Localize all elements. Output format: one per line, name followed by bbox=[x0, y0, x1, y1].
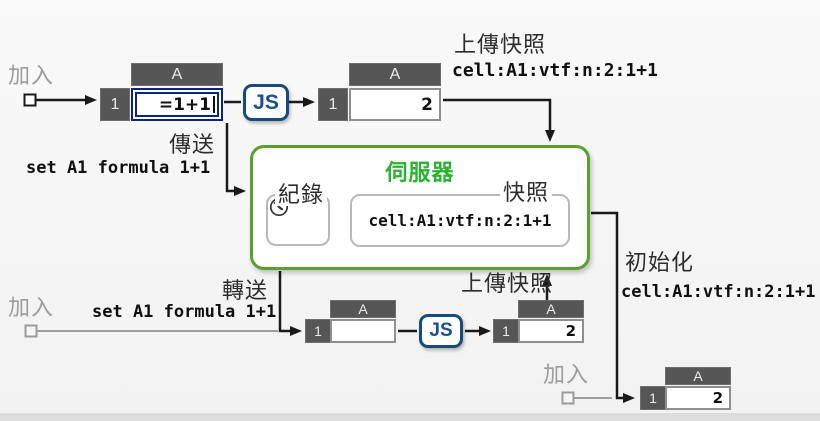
upload-snapshot-message-top: cell:A1:vtf:n:2:1+1 bbox=[452, 60, 658, 81]
log-label: 紀錄 bbox=[275, 184, 328, 206]
cell-value: =1+1 bbox=[158, 94, 211, 115]
cell-a1-result[interactable]: 2 bbox=[349, 88, 441, 121]
js-engine-box-top: JS bbox=[243, 84, 289, 121]
client-square-icon bbox=[561, 391, 575, 405]
column-header: A bbox=[349, 63, 441, 86]
js-engine-box-bottom: JS bbox=[419, 314, 463, 348]
upload-snapshot-label-bottom: 上傳快照 bbox=[461, 271, 554, 296]
column-header: A bbox=[131, 63, 223, 86]
cell-a1-result[interactable]: 2 bbox=[665, 386, 731, 410]
text-caret bbox=[213, 96, 215, 113]
server-title: 伺服器 bbox=[385, 160, 455, 185]
cell-a1-result[interactable]: 2 bbox=[518, 319, 584, 343]
client2-sheet-empty: A 1 bbox=[305, 300, 399, 344]
join-label-client2: 加入 bbox=[8, 295, 55, 320]
initialize-arrow bbox=[591, 211, 635, 403]
send-label: 傳送 bbox=[168, 132, 215, 157]
column-header: A bbox=[518, 300, 584, 318]
forward-message-text: set A1 formula 1+1 bbox=[92, 302, 277, 322]
column-header: A bbox=[665, 367, 731, 385]
send-message-text: set A1 formula 1+1 bbox=[26, 158, 211, 178]
cell-value: 2 bbox=[421, 94, 433, 115]
column-header: A bbox=[330, 300, 396, 318]
row-header: 1 bbox=[318, 88, 348, 121]
cell-a1-editing[interactable]: =1+1 bbox=[131, 88, 223, 121]
bottom-edge-strip bbox=[0, 413, 820, 421]
row-header: 1 bbox=[100, 88, 130, 121]
initialize-label: 初始化 bbox=[625, 250, 695, 275]
initialize-message-text: cell:A1:vtf:n:2:1+1 bbox=[621, 282, 816, 302]
client-square-icon bbox=[23, 93, 37, 107]
client1-sheet-editing: A 1 =1+1 bbox=[100, 63, 225, 121]
send-arrow bbox=[225, 123, 246, 196]
cell-value: 2 bbox=[565, 322, 576, 340]
row-header: 1 bbox=[493, 319, 519, 343]
snapshot-label: 快照 bbox=[500, 182, 553, 204]
client-square-icon bbox=[24, 324, 38, 338]
row-header: 1 bbox=[640, 386, 666, 410]
upload-snapshot-label-top: 上傳快照 bbox=[454, 32, 547, 57]
forward-label: 轉送 bbox=[221, 278, 268, 303]
client1-sheet-result: A 1 2 bbox=[318, 63, 443, 121]
row-header: 1 bbox=[305, 319, 331, 343]
join-label-client3: 加入 bbox=[543, 362, 590, 387]
client3-sheet-result: A 1 2 bbox=[640, 367, 734, 411]
join-label-client1: 加入 bbox=[8, 63, 55, 88]
forward-arrow bbox=[278, 271, 302, 336]
server-box: 伺服器 紀錄 cell:A1:vtf:n:2:1+1 快照 bbox=[250, 145, 590, 270]
upload-snapshot-arrow-top bbox=[443, 98, 555, 142]
client2-sheet-result: A 1 2 bbox=[493, 300, 587, 344]
cell-value: 2 bbox=[712, 389, 723, 407]
cell-a1-empty[interactable] bbox=[330, 319, 396, 343]
snapshot-value: cell:A1:vtf:n:2:1+1 bbox=[368, 210, 552, 230]
